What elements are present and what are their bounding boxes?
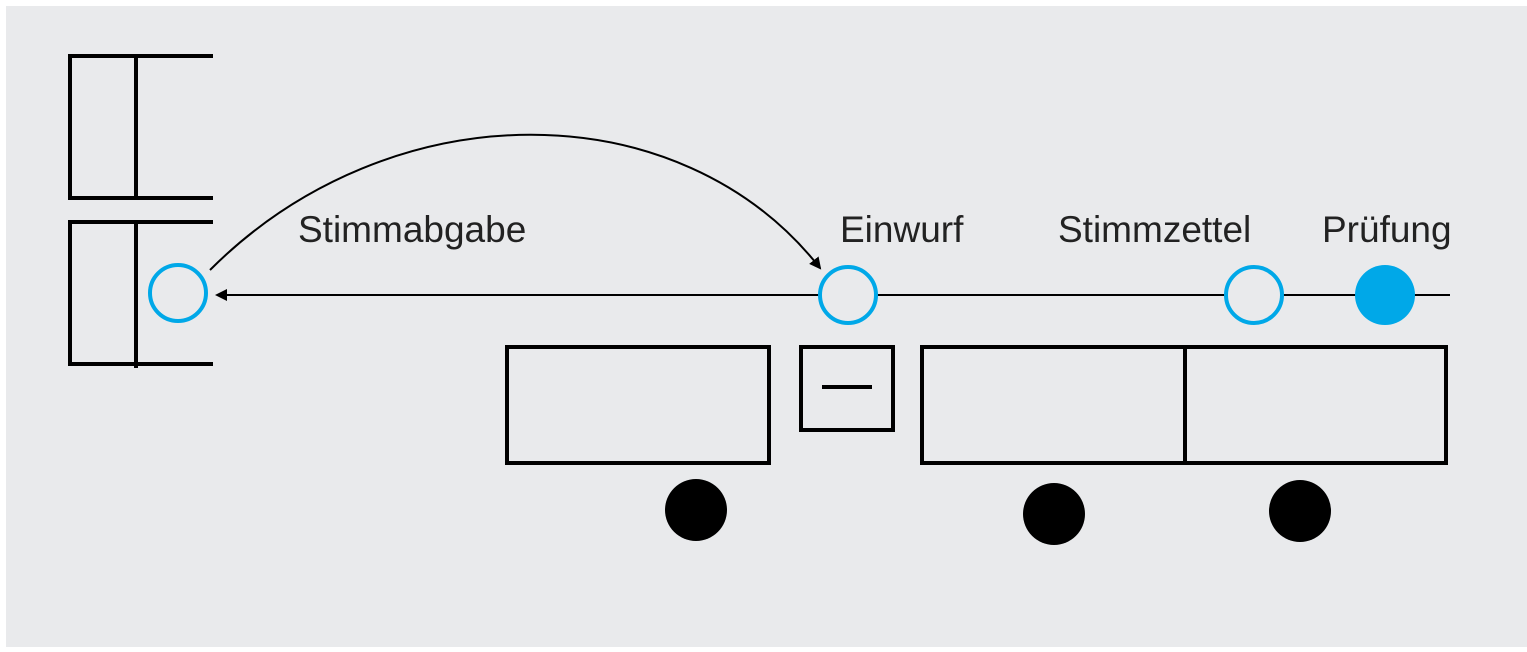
ballot-box — [68, 54, 213, 368]
stimmabgabe-curved-arrow — [209, 133, 822, 271]
label-pruefung: Prüfung — [1322, 209, 1452, 250]
node-ballot-box — [148, 263, 208, 323]
wheel-left — [665, 479, 727, 541]
machine-units — [505, 345, 1448, 465]
label-einwurf: Einwurf — [840, 209, 964, 250]
diagram-background — [6, 6, 1527, 647]
ballot-box-upper-bracket — [68, 54, 213, 200]
ballot-box-lower-bracket — [68, 220, 213, 366]
node-stimmzettel — [1224, 265, 1284, 325]
wheel-right — [1269, 480, 1331, 542]
node-einwurf — [818, 265, 878, 325]
small-slot-box — [799, 345, 895, 432]
wheel-middle — [1023, 483, 1085, 545]
left-machine-box — [505, 345, 771, 465]
node-pruefung — [1355, 265, 1415, 325]
label-stimmzettel: Stimmzettel — [1058, 209, 1251, 250]
label-stimmabgabe: Stimmabgabe — [298, 209, 526, 250]
